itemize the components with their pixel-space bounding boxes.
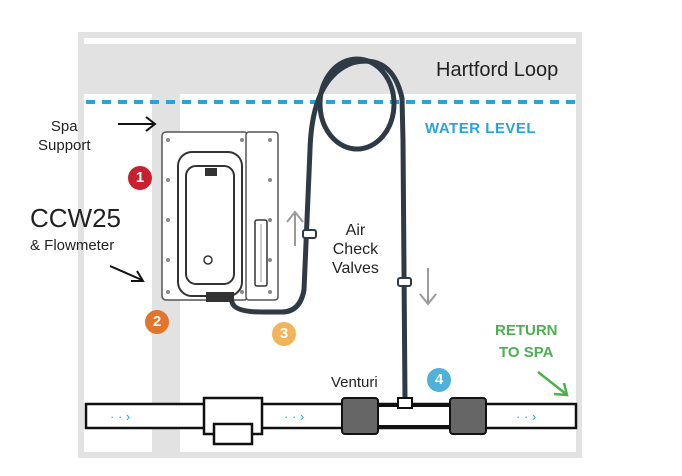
return-line2: TO SPA — [499, 344, 554, 361]
spa-support-line2: Support — [38, 137, 91, 154]
hartford-loop-label: Hartford Loop — [436, 59, 559, 81]
water-level-label: WATER LEVEL — [425, 120, 537, 137]
mounting-hole — [166, 178, 170, 182]
spa-support-label: Spa Support — [38, 117, 91, 155]
mounting-hole — [268, 138, 272, 142]
mounting-hole — [166, 290, 170, 294]
mounting-holes — [166, 138, 272, 294]
spa-support-line1: Spa — [50, 118, 78, 135]
svg-text:· · ›: · · › — [284, 409, 304, 424]
svg-text:· · ›: · · › — [110, 409, 130, 424]
venturi-label: Venturi — [331, 374, 378, 391]
top-wall — [78, 32, 582, 38]
up-arrow-icon — [286, 210, 304, 246]
spa-rim — [84, 44, 576, 94]
ccw25-label: CCW25 — [30, 203, 122, 233]
venturi-body — [377, 405, 451, 427]
mounting-hole — [268, 178, 272, 182]
down-arrow-icon — [419, 268, 437, 306]
mounting-hole — [268, 290, 272, 294]
mounting-hole — [268, 218, 272, 222]
check-valve-lower — [397, 277, 412, 287]
ccw25-bottom-fitting — [206, 292, 234, 302]
hose-outline — [229, 58, 408, 403]
air-check-line3: Valves — [332, 260, 379, 277]
venturi-injector-port — [397, 397, 413, 409]
ozone-hose — [229, 56, 408, 403]
venturi-union-right — [449, 397, 487, 435]
svg-text:· · ›: · · › — [516, 409, 536, 424]
pipe-body — [84, 402, 578, 430]
step-badge-3: 3 — [272, 322, 296, 346]
ccw25-clip — [205, 168, 217, 176]
bottom-wall — [84, 452, 582, 458]
right-arrow-icon — [118, 116, 157, 132]
venturi-union-left — [341, 397, 379, 435]
mounting-hole — [166, 258, 170, 262]
right-wall — [576, 32, 582, 458]
spa-return-pipe: · · › · · › · · › — [84, 396, 578, 446]
mounting-hole — [240, 290, 244, 294]
hartford-loop-coil — [317, 56, 397, 152]
mounting-hole — [166, 218, 170, 222]
left-wall — [78, 32, 84, 458]
air-check-line2: Check — [332, 241, 379, 258]
ccw25-pointer-arrow — [109, 265, 145, 282]
building-walls — [78, 32, 582, 458]
step-badge-4: 4 — [427, 368, 451, 392]
flowmeter-label: & Flowmeter — [30, 237, 115, 254]
step-badge-2: 2 — [145, 310, 169, 334]
flow-arrow-icon: · · › · · › · · › — [110, 409, 536, 424]
return-arrow-icon — [537, 371, 569, 397]
mounting-hole — [166, 138, 170, 142]
air-check-line1: Air — [345, 222, 366, 239]
mounting-hole — [268, 258, 272, 262]
air-check-valves-label: Air Check Valves — [332, 221, 379, 278]
mounting-hole — [240, 138, 244, 142]
ccw25-logo — [203, 255, 213, 265]
ccw25-cell — [185, 165, 235, 285]
return-to-spa-label: RETURN TO SPA — [495, 320, 558, 364]
step-badge-1: 1 — [128, 166, 152, 190]
tee-branch — [212, 422, 254, 446]
return-line1: RETURN — [495, 322, 558, 339]
check-valve-upper — [302, 229, 317, 239]
ccw25-unit — [161, 131, 279, 302]
